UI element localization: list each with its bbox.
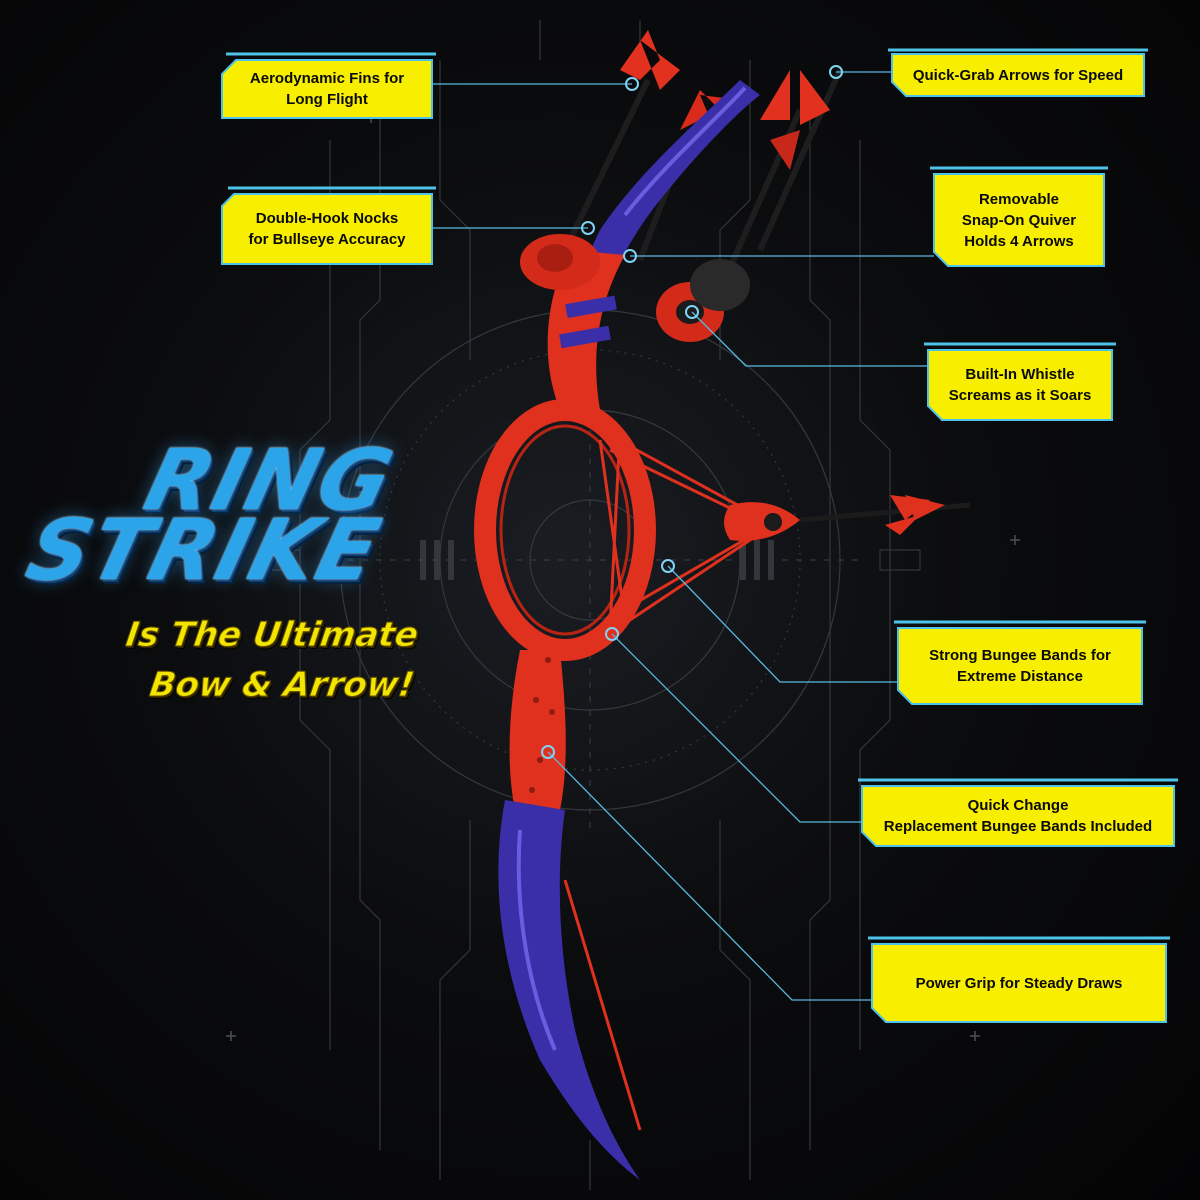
callout-replacement-bands: Quick Change Replacement Bungee Bands In…	[862, 786, 1174, 846]
callout-aerodynamic-fins: Aerodynamic Fins for Long Flight	[222, 60, 432, 118]
callout-quick-grab-line1: Quick-Grab Arrows for Speed	[912, 66, 1124, 84]
power-grip	[509, 650, 566, 810]
headline-strike: STRIKE	[17, 501, 391, 599]
frame-fins	[221, 59, 433, 119]
arrow-fin-4	[770, 130, 800, 170]
bungee-pouch	[724, 502, 800, 541]
ring-riser	[474, 399, 656, 661]
hud-circuit-d	[719, 820, 751, 1180]
dot-grip	[541, 745, 555, 759]
callout-power-grip: Power Grip for Steady Draws	[872, 944, 1166, 1022]
lower-limb	[498, 800, 640, 1180]
frame-quiver	[933, 173, 1105, 267]
hud-circuit-left	[299, 140, 331, 1050]
frame-quick-grab	[891, 53, 1145, 97]
dot-whistle	[685, 305, 699, 319]
callout-replacement-line2: Replacement Bungee Bands Included	[883, 818, 1153, 835]
callout-removable-quiver: Removable Snap-On Quiver Holds 4 Arrows	[934, 174, 1104, 266]
dot-nocks	[581, 221, 595, 235]
callout-built-in-whistle: Built-In Whistle Screams as it Soars	[928, 350, 1112, 420]
frame-grip	[871, 943, 1167, 1023]
dot-bungee	[661, 559, 675, 573]
callout-bungee-line2: Extreme Distance	[957, 668, 1083, 685]
hud-circuit-left-2	[359, 100, 381, 1150]
hud-circuit-right	[859, 140, 891, 1050]
callout-quiver-line3: Holds 4 Arrows	[964, 232, 1074, 250]
hud-bar-6	[768, 540, 774, 580]
hud-circuit-c	[439, 820, 471, 1180]
quiver-cup-3	[690, 259, 750, 311]
callout-replacement-line1: Quick Change	[967, 797, 1069, 814]
loaded-arrow-fins	[885, 495, 945, 535]
hud-bar-4	[740, 540, 746, 580]
callout-bungee-bands: Strong Bungee Bands for Extreme Distance	[898, 628, 1142, 704]
hud-box-left	[259, 549, 301, 571]
callout-bungee-line1: Strong Bungee Bands for	[929, 647, 1111, 664]
callout-quick-grab-arrows: Quick-Grab Arrows for Speed	[892, 54, 1144, 96]
lower-bungee	[563, 879, 642, 1131]
hud-circuit-right-2	[809, 100, 831, 1150]
hud-bar-3	[448, 540, 454, 580]
callout-quiver-line1: Removable	[978, 190, 1060, 208]
grip-holes	[529, 657, 555, 793]
riser-stripe-2	[559, 325, 611, 349]
arrow-fin-3	[760, 70, 830, 125]
dot-quiver	[623, 249, 637, 263]
callout-whistle-line2: Screams as it Soars	[948, 387, 1092, 404]
leader-bungee	[667, 565, 898, 683]
riser-stripe-1	[565, 295, 617, 319]
tagline-line2: Bow & Arrow!	[147, 665, 418, 706]
hud-circuit-a	[439, 60, 471, 360]
leader-grip	[547, 751, 872, 1001]
dot-replacement	[605, 627, 619, 641]
dot-quick-grab	[829, 65, 843, 79]
dot-fins	[625, 77, 639, 91]
frame-nocks	[221, 193, 433, 265]
callout-fins-line1: Aerodynamic Fins for	[249, 70, 405, 87]
hud-box-right	[879, 549, 921, 571]
frame-whistle	[927, 349, 1113, 421]
hud-bar-1	[420, 540, 426, 580]
hud-bar-5	[754, 540, 760, 580]
tagline-line1: Is The Ultimate	[123, 615, 421, 656]
callout-whistle-line1: Built-In Whistle	[965, 366, 1075, 383]
callout-quiver-line2: Snap-On Quiver	[961, 211, 1077, 229]
loaded-arrow-shaft	[799, 502, 971, 523]
callout-nocks-line1: Double-Hook Nocks	[255, 210, 399, 227]
arrow-fin-1	[620, 30, 680, 90]
leader-whistle	[691, 311, 928, 367]
callout-grip-line1: Power Grip for Steady Draws	[915, 974, 1123, 992]
leader-replacement	[611, 633, 862, 823]
frame-bungee	[897, 627, 1143, 705]
callout-double-hook-nocks: Double-Hook Nocks for Bullseye Accuracy	[222, 194, 432, 264]
frame-replacement	[861, 785, 1175, 847]
callout-fins-line2: Long Flight	[286, 91, 368, 108]
hud-bar-2	[434, 540, 440, 580]
callout-nocks-line2: for Bullseye Accuracy	[248, 231, 406, 248]
